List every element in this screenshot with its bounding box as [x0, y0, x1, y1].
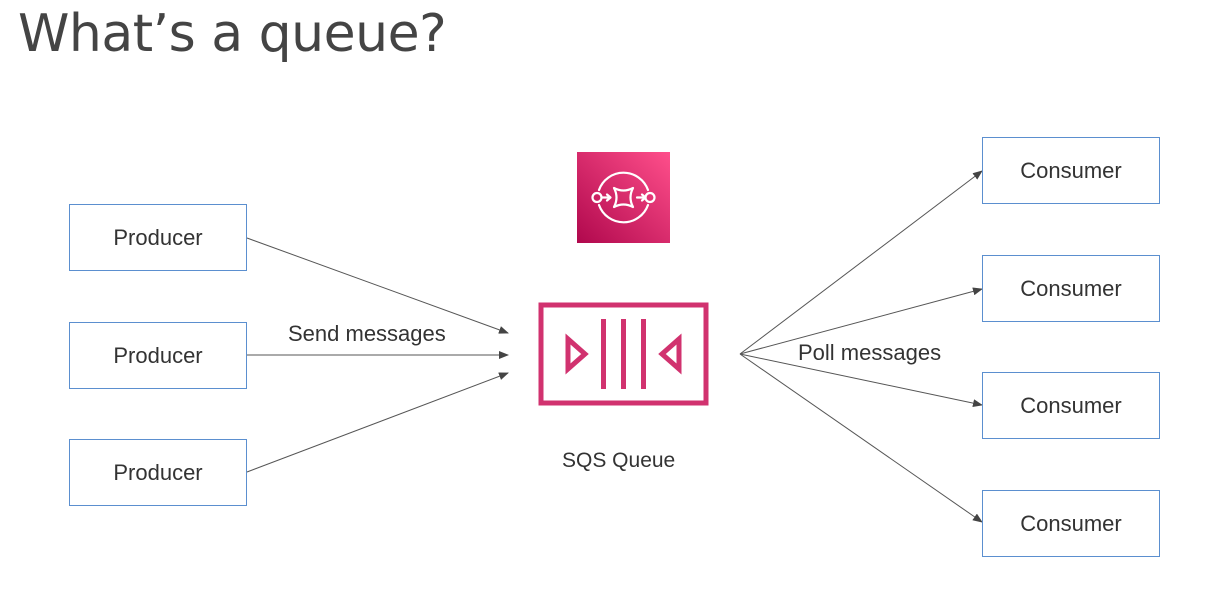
sqs-service-icon: [577, 152, 670, 243]
poll-arrow-4: [739, 353, 983, 523]
consumer-box-1: Consumer: [982, 137, 1160, 204]
consumer-box-3: Consumer: [982, 372, 1160, 439]
poll-arrow-3: [739, 353, 983, 408]
sqs-queue-label: SQS Queue: [562, 449, 676, 472]
sqs-queue-icon: [538, 302, 709, 406]
send-arrow-1: [246, 237, 509, 334]
poll-messages-label: Poll messages: [798, 340, 942, 365]
send-messages-label: Send messages: [288, 321, 446, 346]
consumer-box-2: Consumer: [982, 255, 1160, 322]
consumer-box-4: Consumer: [982, 490, 1160, 557]
poll-arrow-1: [739, 170, 983, 355]
send-arrow-3: [246, 372, 509, 473]
poll-arrow-2: [739, 287, 983, 355]
page-title: What’s a queue?: [18, 4, 447, 64]
producer-box-3: Producer: [69, 439, 247, 506]
producer-box-1: Producer: [69, 204, 247, 271]
producer-box-2: Producer: [69, 322, 247, 389]
